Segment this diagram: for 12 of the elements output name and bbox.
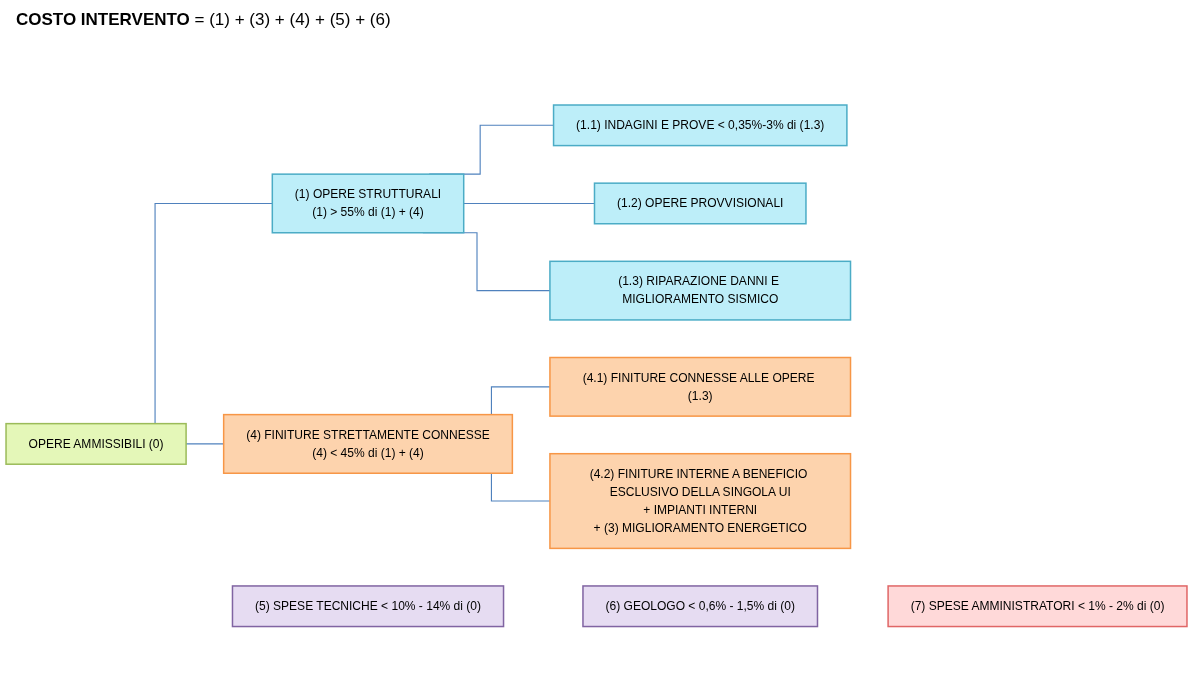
node-box: (1) OPERE STRUTTURALI (1) > 55% di (1) + (4) (271, 173, 465, 234)
node-box: (1.2) OPERE PROVVISIONALI (593, 182, 807, 225)
node-box: (5) SPESE TECNICHE < 10% - 14% di (0) (231, 585, 505, 628)
node-box: (6) GEOLOGO < 0,6% - 1,5% di (0) (582, 585, 819, 628)
node-box: (1.1) INDAGINI E PROVE < 0,35%-3% di (1.3) (552, 104, 848, 147)
node-box: (4) FINITURE STRETTAMENTE CONNESSE (4) < 45% di (1) + (4) (222, 414, 514, 475)
formula-title: COSTO INTERVENTO = (1) + (3) + (4) + (5) + (6) (15, 9, 392, 31)
node-box: (4.1) FINITURE CONNESSE ALLE OPERE (1.3) (549, 357, 852, 418)
node-box: OPERE AMMISSIBILI (0) (5, 423, 187, 466)
node-box: (4.2) FINITURE INTERNE A BENEFICIO ESCLUSIVO DELLA SINGOLA UI + IMPIANTI INTERNI + (3) MIGLIORAMENTO ENERGETICO (549, 453, 852, 550)
node-box: (7) SPESE AMMINISTRATORI < 1% - 2% di (0) (887, 585, 1188, 628)
node-box: (1.3) RIPARAZIONE DANNI E MIGLIORAMENTO SISMICO (549, 260, 852, 321)
